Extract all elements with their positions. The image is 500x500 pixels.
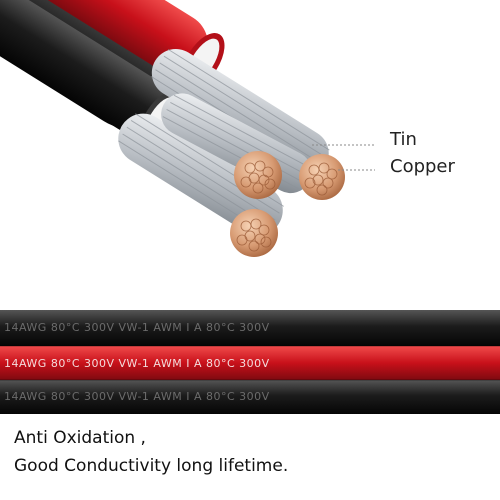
copper-end-right xyxy=(299,154,345,200)
wire-print-black-top: 14AWG 80°C 300V VW-1 AWM I A 80°C 300V xyxy=(4,321,270,334)
wire-strip: 14AWG 80°C 300V VW-1 AWM I A 80°C 300V 1… xyxy=(0,310,500,414)
wire-print-red: 14AWG 80°C 300V VW-1 AWM I A 80°C 300V xyxy=(4,357,270,370)
copper-label: Copper xyxy=(390,156,455,177)
wire-black-bottom xyxy=(0,380,500,414)
copper-end-bottom xyxy=(230,209,278,257)
wire-black-top xyxy=(0,310,500,346)
wire-print-black-bottom: 14AWG 80°C 300V VW-1 AWM I A 80°C 300V xyxy=(4,390,270,403)
wire-red xyxy=(0,346,500,380)
copper-end-left xyxy=(234,151,282,199)
red-jacket xyxy=(0,0,208,76)
tagline-line-1: Anti Oxidation , xyxy=(14,428,146,448)
tin-label: Tin xyxy=(390,129,417,150)
black-jacket-front xyxy=(0,0,166,134)
tagline-line-2: Good Conductivity long lifetime. xyxy=(14,456,289,476)
twin-cable-closeup xyxy=(0,0,375,257)
